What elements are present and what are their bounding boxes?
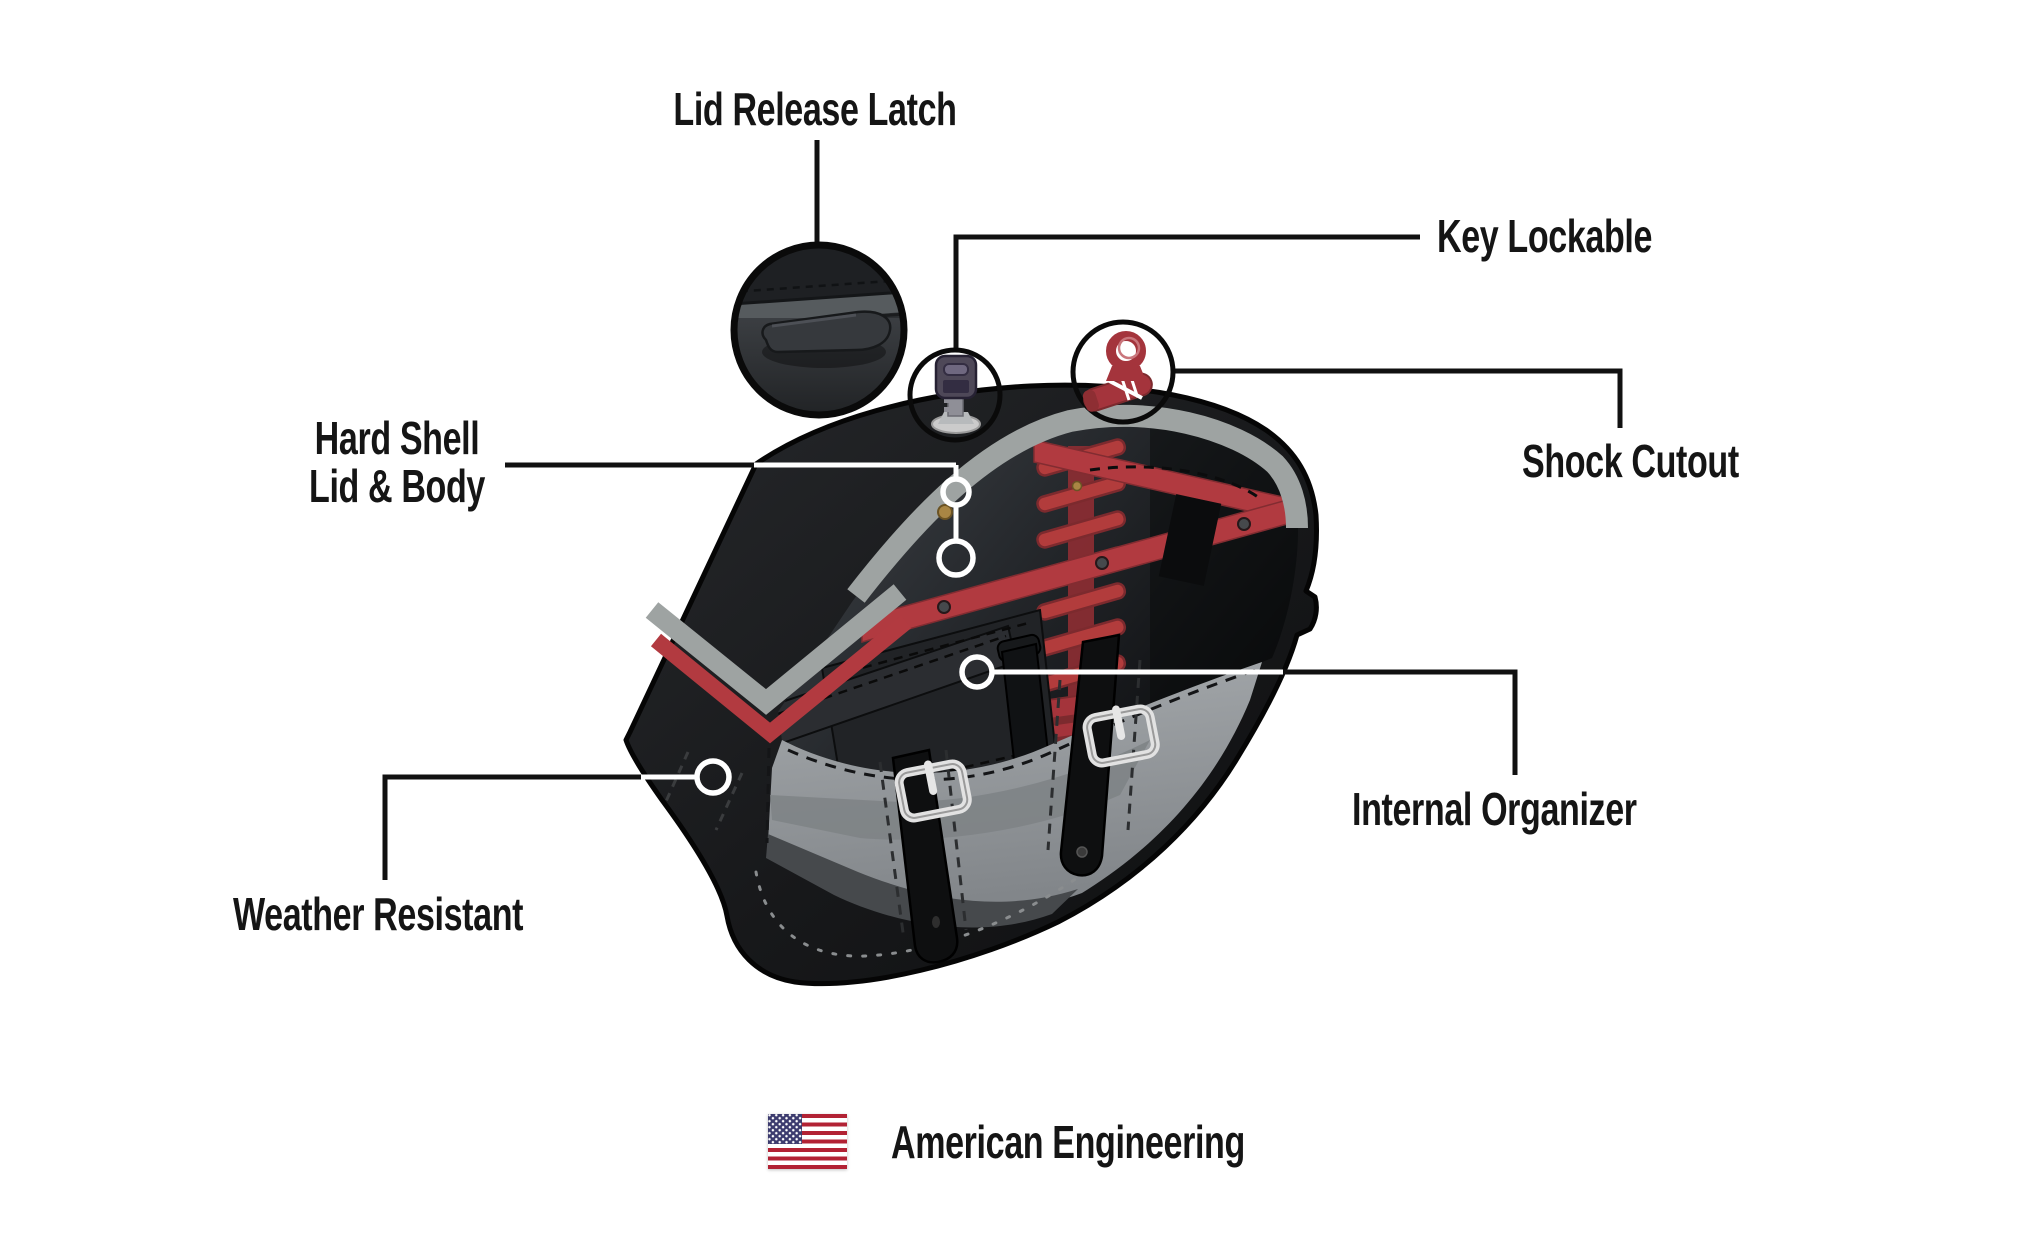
callout-ring-icon (694, 758, 732, 796)
shock-absorber-icon (1082, 331, 1153, 412)
side-stitch-lines (662, 751, 744, 831)
footer-label: American Engineering (891, 1115, 1245, 1168)
callout-leader-lines (382, 140, 1623, 880)
callout-label-shock-cutout: Shock Cutout (1522, 435, 1739, 488)
callout-ring-icon (936, 538, 976, 578)
front-panel (765, 659, 1262, 941)
us-flag-canton (768, 1114, 802, 1144)
saddlebag-body (623, 382, 1319, 987)
us-flag-icon (768, 1114, 847, 1169)
callout-label-weather-resistant: Weather Resistant (233, 888, 524, 941)
key-icon (931, 354, 981, 434)
callout-label-internal-organizer: Internal Organizer (1352, 783, 1637, 836)
callout-ring-icon (959, 654, 995, 690)
lid-trim (645, 404, 1308, 744)
footer: American Engineering (768, 1114, 1369, 1169)
callout-label-hard-shell-line1: Hard Shell (314, 412, 480, 465)
key-lock-callout (907, 347, 1003, 443)
shock-cutout-callout (1070, 319, 1176, 425)
velcro-patch (1158, 494, 1222, 586)
callout-label-hard-shell-line2: Lid & Body (309, 460, 485, 512)
buckle-strap-left (891, 748, 972, 964)
callout-label-lid-release-latch: Lid Release Latch (673, 83, 957, 136)
bottom-stitch-line (754, 858, 1104, 958)
callout-label-key-lockable: Key Lockable (1437, 210, 1653, 263)
lid-latch-detail-icon (730, 241, 908, 419)
callout-ring-icon (940, 476, 972, 508)
callout-label-hard-shell: Hard Shell Lid & Body (309, 412, 485, 512)
buckle-strap-right (1059, 633, 1160, 877)
